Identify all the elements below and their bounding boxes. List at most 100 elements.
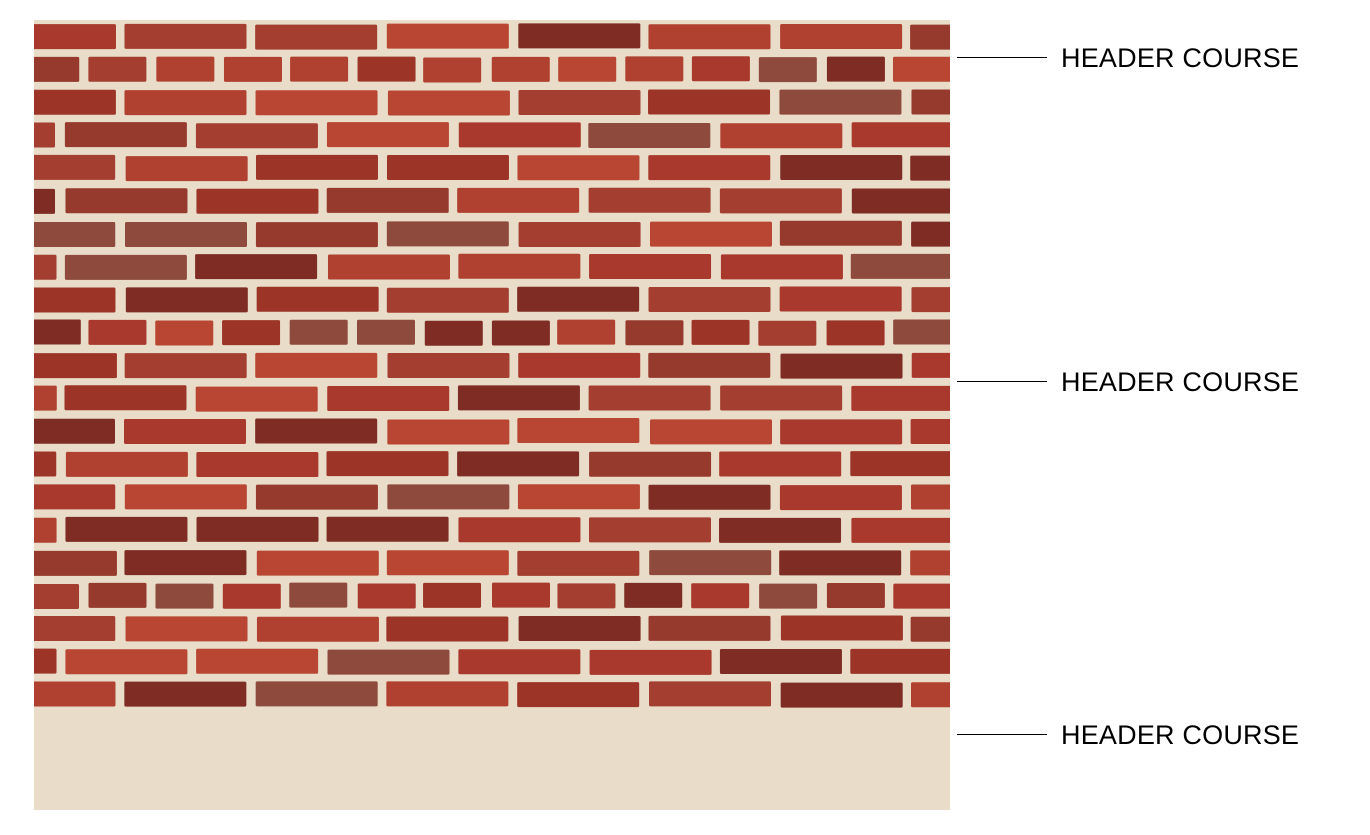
stretcher-brick <box>459 122 581 147</box>
stretcher-brick <box>124 24 246 49</box>
stretcher-brick <box>852 122 950 147</box>
stretcher-brick <box>517 682 639 707</box>
stretcher-brick <box>649 287 771 312</box>
header-brick <box>34 320 81 345</box>
stretcher-brick <box>719 451 841 476</box>
header-brick <box>88 57 146 82</box>
stretcher-brick <box>126 616 248 641</box>
stretcher-brick <box>519 222 641 247</box>
header-brick <box>692 320 750 345</box>
stretcher-brick <box>719 518 841 543</box>
header-brick <box>223 584 281 609</box>
header-brick <box>423 58 481 83</box>
header-brick <box>893 320 950 345</box>
stretcher-brick <box>851 254 950 279</box>
stretcher-brick <box>589 517 711 542</box>
stretcher-brick <box>720 188 842 213</box>
stretcher-brick <box>387 419 509 444</box>
stretcher-brick <box>34 518 57 543</box>
header-brick <box>625 320 683 345</box>
leader-line <box>957 57 1047 58</box>
header-brick <box>759 57 817 82</box>
header-brick <box>557 320 615 345</box>
stretcher-brick <box>255 419 377 444</box>
stretcher-brick <box>386 681 508 706</box>
stretcher-brick <box>779 90 901 115</box>
stretcher-brick <box>327 188 449 213</box>
header-brick <box>492 57 550 82</box>
stretcher-brick <box>125 484 247 509</box>
stretcher-brick <box>328 255 450 280</box>
stretcher-brick <box>256 90 378 115</box>
stretcher-brick <box>34 122 55 147</box>
stretcher-brick <box>34 255 57 280</box>
stretcher-brick <box>589 254 711 279</box>
header-brick <box>289 583 347 608</box>
stretcher-brick <box>326 451 448 476</box>
stretcher-brick <box>256 155 378 180</box>
stretcher-brick <box>648 616 770 641</box>
stretcher-brick <box>34 155 115 180</box>
stretcher-brick <box>387 288 509 313</box>
stretcher-brick <box>34 288 115 313</box>
stretcher-brick <box>781 683 903 708</box>
stretcher-brick <box>650 222 772 247</box>
stretcher-brick <box>589 188 711 213</box>
stretcher-brick <box>589 386 711 411</box>
header-brick <box>222 320 280 345</box>
header-brick <box>34 57 79 82</box>
stretcher-brick <box>196 649 318 674</box>
stretcher-brick <box>126 287 248 312</box>
stretcher-brick <box>124 90 246 115</box>
stretcher-brick <box>649 681 771 706</box>
stretcher-brick <box>649 485 771 510</box>
stretcher-brick <box>912 353 950 378</box>
header-brick <box>155 584 213 609</box>
header-brick <box>88 583 146 608</box>
header-brick <box>558 57 616 82</box>
stretcher-brick <box>588 123 710 148</box>
stretcher-brick <box>851 386 950 411</box>
header-brick <box>358 584 416 609</box>
stretcher-brick <box>911 617 950 642</box>
stretcher-brick <box>850 451 950 476</box>
stretcher-brick <box>34 222 115 247</box>
stretcher-brick <box>34 386 57 411</box>
stretcher-brick <box>64 385 186 410</box>
header-brick <box>759 584 817 609</box>
stretcher-brick <box>517 551 639 576</box>
stretcher-brick <box>257 551 379 576</box>
stretcher-brick <box>650 419 772 444</box>
stretcher-brick <box>255 25 377 50</box>
header-brick <box>692 56 750 81</box>
stretcher-brick <box>648 353 770 378</box>
stretcher-brick <box>518 353 640 378</box>
stretcher-brick <box>125 222 247 247</box>
stretcher-brick <box>34 189 55 214</box>
stretcher-brick <box>590 650 712 675</box>
stretcher-brick <box>780 286 902 311</box>
header-brick <box>827 583 885 608</box>
header-brick <box>827 320 885 345</box>
stretcher-brick <box>780 155 902 180</box>
header-brick <box>893 57 950 82</box>
header-brick <box>357 320 415 345</box>
leader-line <box>957 381 1047 382</box>
stretcher-brick <box>34 24 116 49</box>
stretcher-brick <box>387 221 509 246</box>
stretcher-brick <box>388 90 510 115</box>
header-brick <box>290 320 348 345</box>
stretcher-brick <box>65 649 187 674</box>
stretcher-brick <box>34 419 115 444</box>
stretcher-brick <box>780 419 902 444</box>
stretcher-brick <box>911 419 950 444</box>
stretcher-brick <box>780 221 902 246</box>
header-brick <box>691 583 749 608</box>
stretcher-brick <box>327 122 449 147</box>
header-brick <box>34 584 79 609</box>
stretcher-brick <box>126 156 248 181</box>
stretcher-brick <box>196 387 318 412</box>
stretcher-brick <box>720 649 842 674</box>
stretcher-brick <box>257 617 379 642</box>
stretcher-brick <box>910 156 950 181</box>
